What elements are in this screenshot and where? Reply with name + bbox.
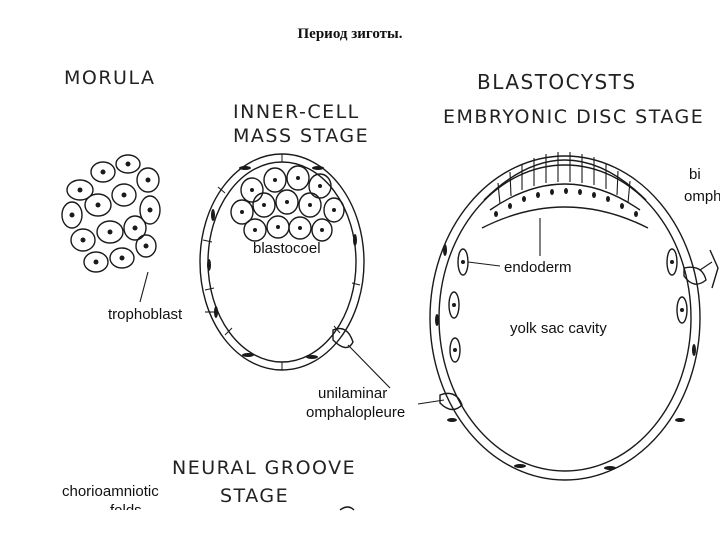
inner-cell-blastocyst — [199, 153, 365, 371]
slide-title: Период зиготы. — [297, 26, 403, 42]
heading-mass-stage: MASS STAGE — [233, 125, 370, 147]
label-chorioamniotic: chorioamniotic — [62, 483, 159, 500]
label-trophoblast: trophoblast — [108, 306, 183, 323]
heading-neural-groove: NEURAL GROOVE — [172, 457, 357, 479]
label-omph-truncated: omph — [684, 188, 720, 205]
heading-stage: STAGE — [220, 485, 290, 507]
heading-blastocysts: BLASTOCYSTS — [477, 70, 637, 94]
heading-embryonic-disc: EMBRYONIC DISC STAGE — [443, 106, 705, 128]
label-blastocoel: blastocoel — [253, 240, 321, 257]
morula-cluster — [61, 154, 161, 273]
label-endoderm: endoderm — [504, 259, 572, 276]
label-folds-cut: folds — [110, 502, 142, 510]
label-yolk-sac-cavity: yolk sac cavity — [510, 320, 607, 337]
embryonic-disc-blastocyst — [429, 152, 719, 481]
heading-morula: MORULA — [64, 67, 156, 89]
label-unilaminar: unilaminar — [318, 385, 388, 402]
label-omphalopleure: omphalopleure — [306, 404, 406, 421]
label-bi-truncated: bi — [689, 166, 701, 183]
heading-inner-cell: INNER-CELL — [233, 101, 360, 123]
neural-groove-fragment — [339, 506, 355, 511]
leader-lines — [139, 218, 713, 405]
